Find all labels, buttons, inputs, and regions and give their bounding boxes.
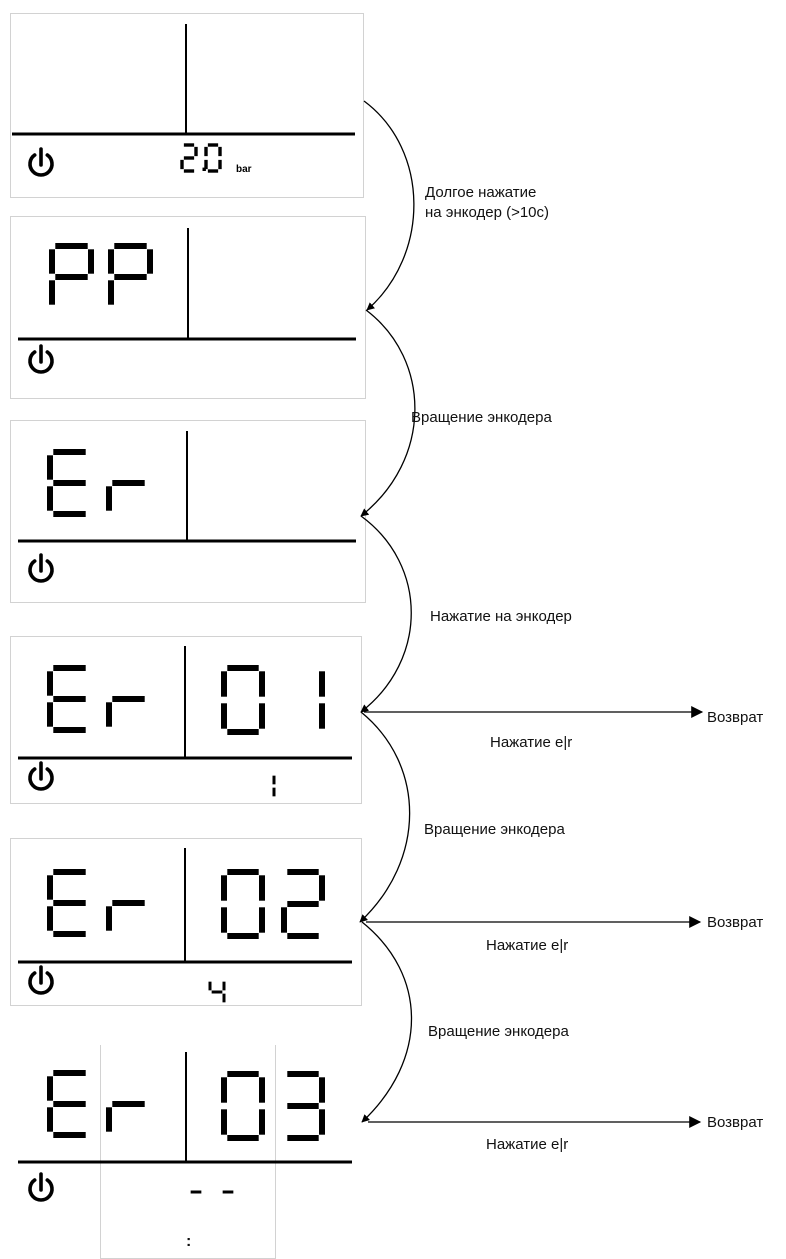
right-readout-er02: [221, 869, 325, 939]
arrow-long-press: [363, 100, 415, 311]
digit: [106, 1101, 145, 1132]
return-target-1: Возврат: [707, 709, 764, 726]
digit: [180, 143, 198, 173]
power-arc: [28, 971, 54, 995]
power-arc: [28, 350, 54, 374]
digit: [47, 449, 86, 517]
digit: [204, 143, 222, 173]
digit: [287, 1071, 325, 1141]
digit: [47, 665, 86, 733]
pressure-value: [180, 143, 222, 173]
power-arc: [28, 1178, 54, 1202]
right-readout-er03: [221, 1071, 325, 1141]
press-encoder-label: Нажатие на энкодер: [430, 608, 572, 625]
digit: [221, 869, 265, 939]
digit: [47, 869, 86, 937]
power-arc: [28, 153, 54, 177]
right-readout-er01: [221, 665, 325, 735]
decimal-point: [202, 167, 206, 171]
digit: [281, 869, 325, 939]
digit: [49, 243, 94, 305]
long-press-label: Долгое нажатие на энкодер (>10c): [425, 183, 549, 223]
long-press-line-1: Долгое нажатие: [425, 184, 537, 201]
rotate-label-1: Вращение энкодера: [411, 409, 552, 426]
power-icon: [28, 965, 54, 995]
left-readout-er02: [47, 869, 145, 937]
rotate-label-2: Вращение энкодера: [424, 821, 565, 838]
digit: [208, 981, 226, 1003]
return-action-3: Нажатие e|r: [486, 1136, 569, 1153]
power-icon: [28, 344, 54, 374]
continuation-dots: :: [186, 1233, 192, 1250]
return-action-1: Нажатие e|r: [490, 734, 573, 751]
left-readout-er03: [47, 1070, 145, 1138]
screen-er03: [100, 1045, 276, 1259]
arrow-rotate-3: [361, 921, 412, 1123]
left-readout-er: [47, 449, 145, 517]
left-readout-pp: [49, 243, 153, 305]
display-er03: [18, 1052, 352, 1202]
power-icon: [28, 553, 54, 583]
digit: [108, 243, 153, 305]
display-er02: [18, 848, 352, 995]
power-arc: [28, 767, 54, 791]
power-icon: [28, 761, 54, 791]
arrow-rotate-1: [360, 309, 416, 517]
display-pressure: [12, 24, 355, 177]
digit: [47, 1070, 86, 1138]
display-er01: [18, 646, 352, 791]
return-target-2: Возврат: [707, 914, 764, 931]
power-icon: [28, 147, 54, 177]
left-readout-er01: [47, 665, 145, 733]
power-icon: [28, 1172, 54, 1202]
digit: [221, 665, 265, 735]
bottom-readout-er02: [208, 981, 226, 1003]
pressure-unit: bar: [236, 164, 252, 175]
arrow-rotate-2: [359, 711, 411, 923]
display-er: [18, 431, 356, 583]
display-pp: [18, 228, 356, 374]
return-action-2: Нажатие e|r: [486, 937, 569, 954]
digit: [106, 696, 145, 727]
power-arc: [28, 559, 54, 583]
return-target-3: Возврат: [707, 1114, 764, 1131]
long-press-line-2: на энкодер (>10c): [425, 204, 550, 221]
rotate-label-3: Вращение энкодера: [428, 1023, 569, 1040]
digit: [106, 900, 145, 931]
digit: [106, 480, 145, 511]
digit: [221, 1071, 265, 1141]
arrow-press-encoder: [360, 515, 412, 713]
